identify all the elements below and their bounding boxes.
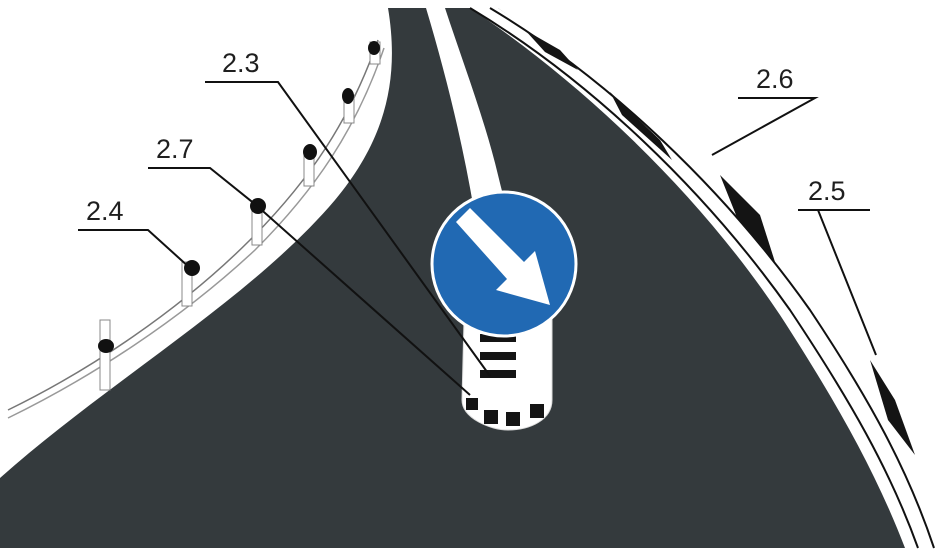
label-2-7: 2.7 [156,134,194,164]
keep-right-arrow-icon [432,192,576,336]
label-2-4: 2.4 [86,196,124,226]
label-2-5: 2.5 [808,176,846,206]
label-2-3: 2.3 [222,48,260,78]
label-2-6: 2.6 [756,64,794,94]
